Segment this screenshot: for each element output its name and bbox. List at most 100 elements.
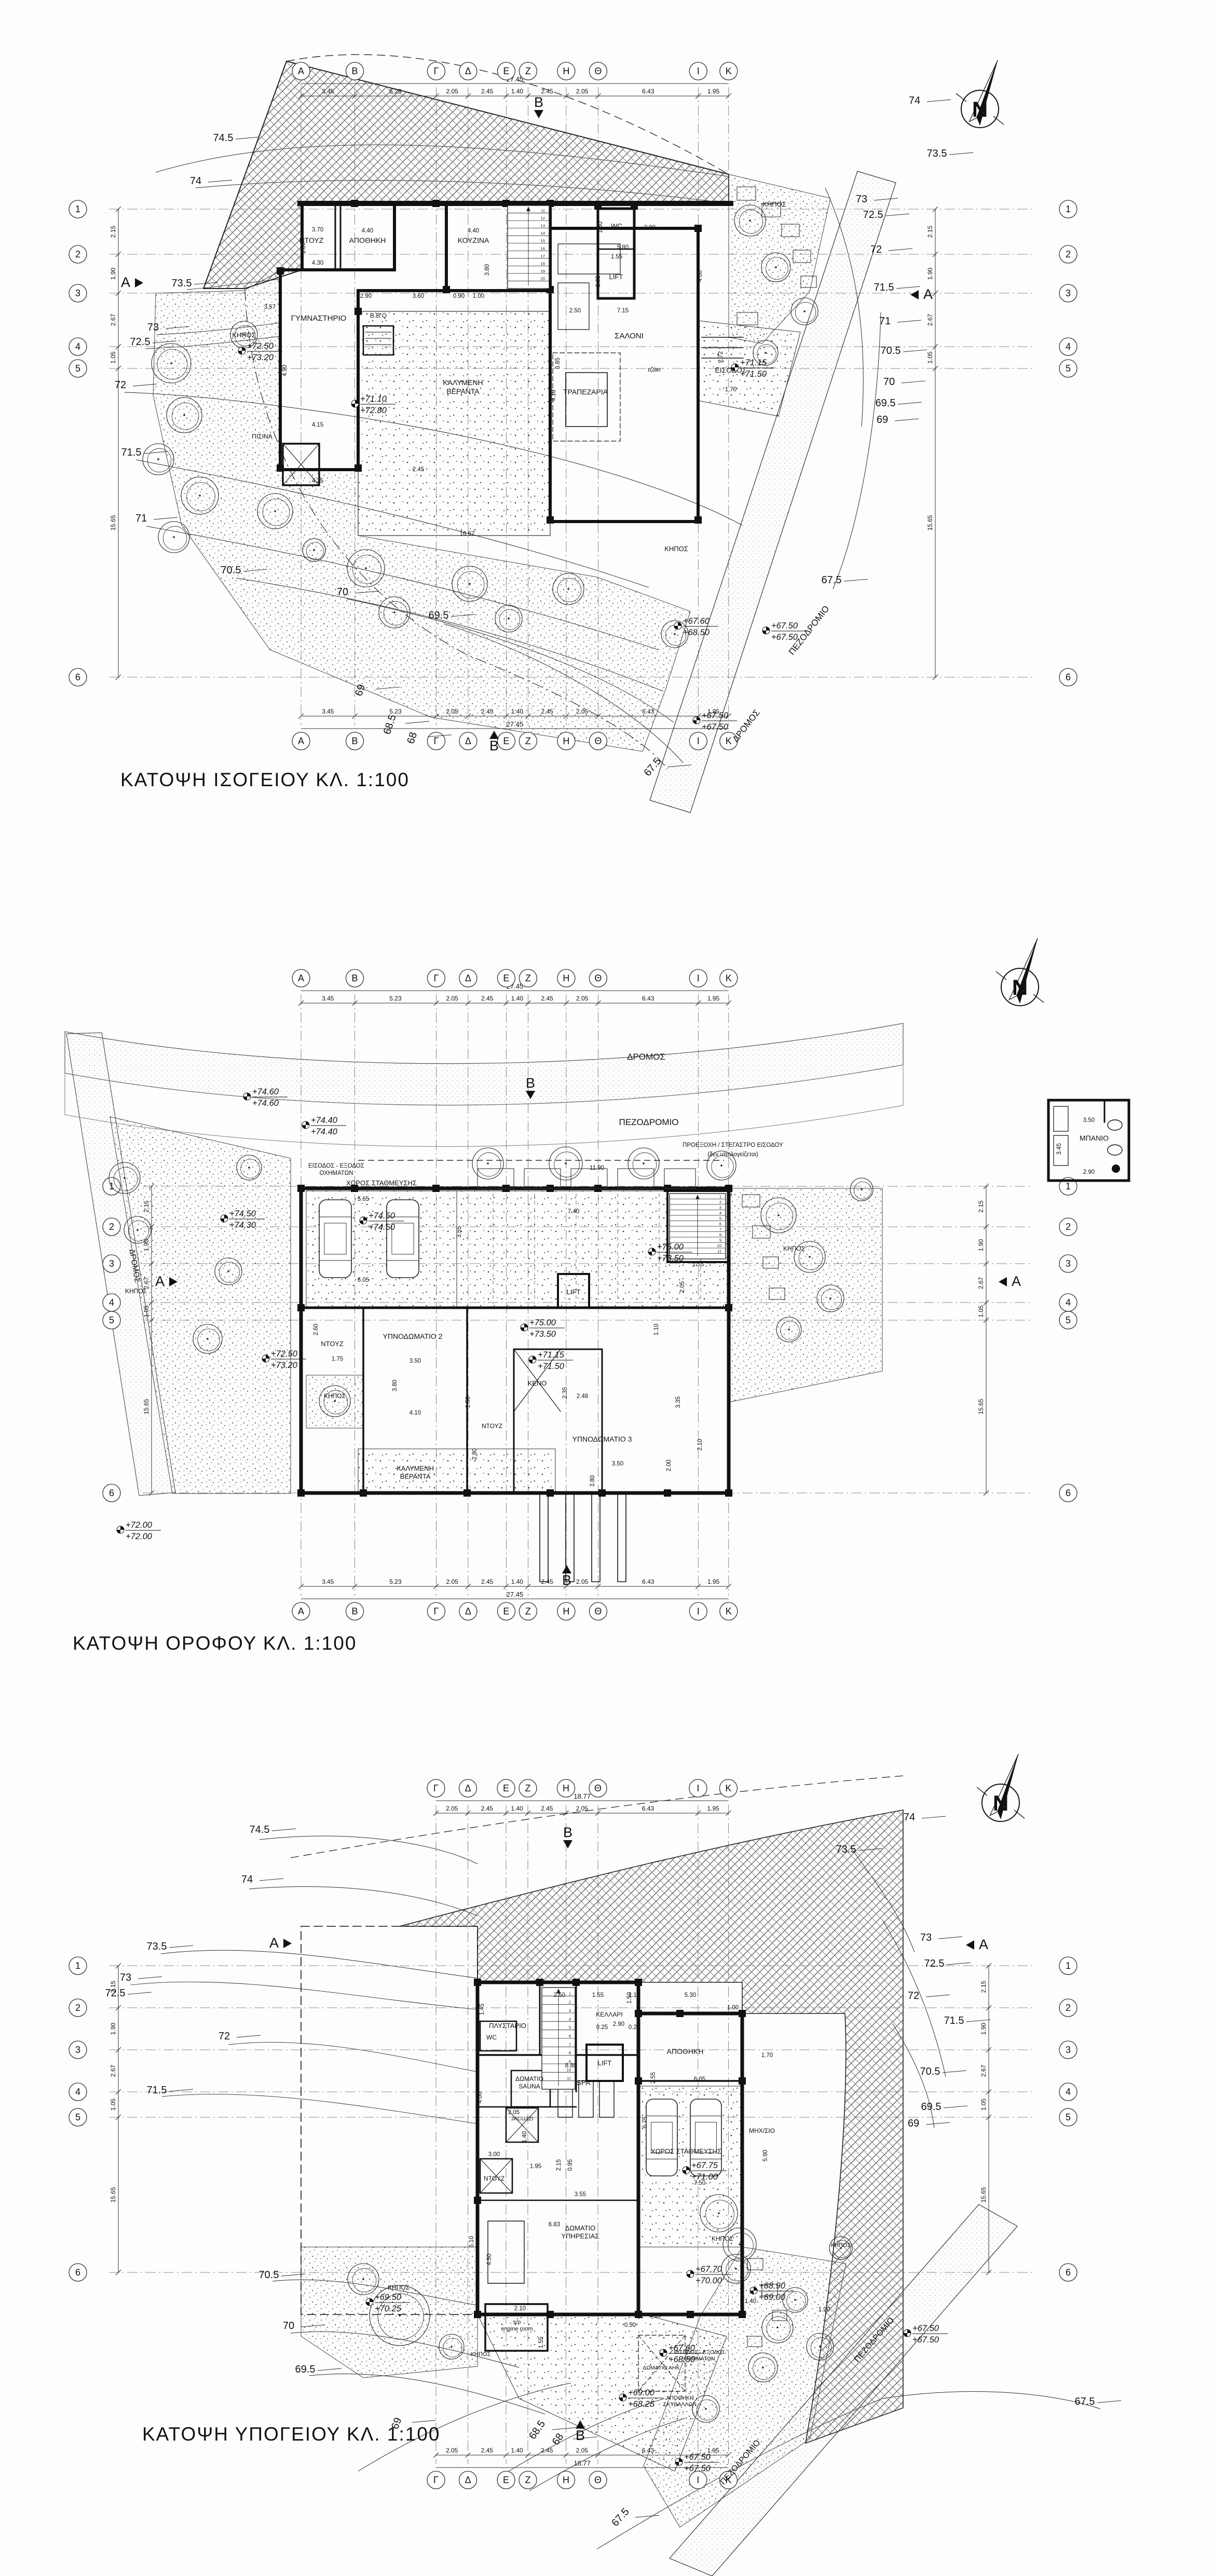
grid-bubble	[519, 1602, 538, 1621]
grid-letter: Θ	[594, 1783, 602, 1793]
grid-bubble	[689, 2471, 707, 2489]
contour-label: 74.5	[250, 1824, 270, 1835]
level-marker: +67.60+68.50	[659, 2344, 704, 2364]
grid-bubble	[345, 62, 364, 80]
level-value-top: +67.50	[771, 621, 798, 631]
grid-bubble	[557, 62, 576, 80]
grid-dim: 1.90	[110, 2022, 117, 2035]
grid-bubble	[497, 1779, 515, 1798]
room-label: JACUZZI	[511, 2116, 533, 2122]
room-label: ΣΑΛΟΝΙ	[615, 332, 644, 340]
isogeio-contour-labels: 74.57473.57372.57271.57170.57069.56968.5…	[115, 95, 974, 778]
grid-bubble	[459, 1602, 478, 1621]
contour-label: 73	[120, 1972, 131, 1983]
grid-dim: 15.65	[926, 515, 934, 530]
section-marker: Α	[155, 1273, 178, 1289]
room-label: ΠΡΟΕΞΟΧΗ / ΣΤΕΓΑΣΤΡΟ ΕΙΣΟΔΟΥ	[683, 1142, 783, 1148]
grid-bubble	[427, 969, 446, 988]
grid-dim: 6.43	[642, 995, 654, 1002]
dimension-label: 1.10	[653, 1324, 660, 1335]
dimension-label: 3.35	[675, 1396, 681, 1408]
stair-number: 10	[567, 2067, 571, 2072]
level-value-top: +75.00	[529, 1318, 556, 1327]
room-label: LIFT	[609, 273, 623, 281]
room-label: ΝΤΟΥΖ	[482, 1422, 502, 1430]
dimension-label: 1.80	[301, 242, 307, 254]
level-value-bottom: +73.50	[657, 1254, 684, 1263]
level-marker: +71.15+71.50	[731, 358, 775, 379]
stair-number: 7	[719, 1227, 721, 1232]
grid-letter: Γ	[433, 736, 439, 746]
level-marker: +72.50+73.20	[262, 1349, 306, 1370]
isogeio-levels: +72.50+73.20+71.10+72.80+71.15+71.50+67.…	[238, 341, 807, 732]
grid-letter: Ι	[697, 736, 700, 746]
dimension-label: 1.50	[626, 1992, 633, 2004]
grid-letter: Β	[351, 973, 358, 983]
room-label: ΥΠΝΟΔΩΜΑΤΙΟ 3	[572, 1435, 632, 1443]
section-letter: Α	[979, 1937, 988, 1952]
stair-number: 2	[719, 1200, 721, 1204]
grid-number: 3	[109, 1258, 114, 1269]
grid-bubble	[69, 245, 87, 264]
grid-dim: 2.67	[110, 313, 117, 326]
grid-bubble	[69, 2108, 87, 2127]
grid-number: 5	[75, 363, 80, 374]
grid-bubble	[69, 200, 87, 218]
level-value-bottom: +70.00	[695, 2276, 722, 2285]
grid-letter: Ε	[503, 736, 509, 746]
dimension-label: 5.80	[617, 244, 629, 251]
grid-dim: 2.45	[541, 1805, 553, 1812]
section-letter: Β	[489, 738, 499, 753]
dimension-label: 4.25	[312, 478, 323, 484]
level-value-top: +74.40	[311, 1116, 338, 1125]
grid-number: 6	[109, 1488, 114, 1498]
dimension-label: 2.35	[562, 1387, 568, 1399]
level-marker: +72.50+73.20	[238, 341, 282, 362]
dimension-label: 2.15	[556, 2159, 562, 2171]
grid-bubble	[292, 62, 310, 80]
dimension-label: 4.50	[486, 2254, 493, 2265]
stair-number: 14	[541, 231, 545, 236]
grid-number: 6	[75, 2267, 80, 2278]
dimension-label: 5.90	[762, 2150, 769, 2161]
dimension-label: 4.90	[282, 365, 288, 376]
grid-number: 5	[1066, 1315, 1071, 1325]
stair-number: 9	[719, 1238, 721, 1243]
grid-dim: 1.05	[977, 1305, 985, 1318]
level-value-bottom: +68.25	[628, 2400, 655, 2409]
contour-label: 68	[405, 731, 419, 745]
level-marker: +67.50+67.50	[903, 2324, 948, 2345]
grid-bubble	[519, 732, 538, 750]
grid-bubble	[557, 1602, 576, 1621]
stair-number: 7	[569, 2042, 571, 2047]
room-label: ΝΤΟΥΖ	[299, 236, 324, 244]
contour-label: 69	[877, 414, 888, 426]
dimension-label: 2.05	[595, 276, 602, 287]
grid-letter: Θ	[594, 736, 602, 746]
contour-label: 74	[241, 1874, 253, 1885]
grid-number: 4	[1066, 2087, 1071, 2097]
grid-bubble	[1059, 284, 1077, 303]
dimension-label: 4.00	[477, 2092, 483, 2103]
room-label: ΥΠΝΟΔΩΜΑΤΙΟ 2	[383, 1332, 443, 1340]
section-marker: Β	[526, 1075, 535, 1099]
grid-bubble	[69, 1956, 87, 1975]
dimension-label: 3.50	[1083, 1117, 1095, 1123]
grid-letter: Δ	[465, 973, 471, 983]
grid-bubble	[556, 1779, 576, 1798]
dimension-label: 2.10	[697, 1439, 703, 1450]
level-value-top: +71.10	[360, 394, 387, 404]
grid-bubble	[589, 732, 608, 750]
grid-number: 1	[1066, 1961, 1071, 1971]
grid-dim: 1.05	[110, 351, 117, 364]
dimension-label: 1.20	[819, 2307, 830, 2313]
north-letter: N	[993, 1791, 1008, 1815]
grid-dim: 15.65	[980, 2187, 987, 2202]
contour-label: 72	[115, 379, 126, 391]
contour-label: 69.5	[429, 610, 449, 621]
room-label: ΔΩΜΑΤΙΟ ΑΗΚ	[643, 2365, 679, 2371]
grid-bubble	[497, 732, 516, 750]
